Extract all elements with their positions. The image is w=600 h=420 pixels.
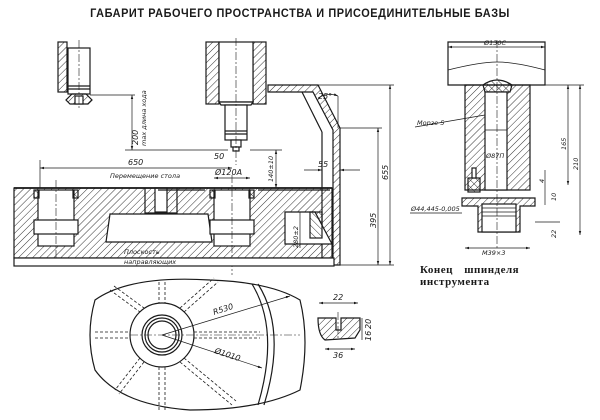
dim-radius: R530: [212, 302, 235, 317]
spindle-end-detail: [447, 40, 546, 248]
t-slot-width-bottom: 36: [333, 351, 343, 360]
spindle-caption: Конец шпинделя инструмента: [420, 264, 520, 288]
t-slot-detail: [317, 312, 361, 341]
drawing-title: ГАБАРИТ РАБОЧЕГО ПРОСТРАНСТВА И ПРИСОЕДИ…: [90, 8, 510, 20]
dim-table-height: 280±2: [292, 226, 300, 248]
spindle-thread-dim: M39×3: [482, 249, 505, 257]
spindle-dim-10: 10: [550, 193, 558, 201]
table-plan-view: [89, 277, 306, 411]
table-travel-label: Перемещение стола: [110, 172, 180, 180]
spindle-dim-210: 210: [572, 158, 580, 170]
t-slot-height-top: 20: [364, 319, 373, 329]
guide-plane-label-1: Плоскость: [124, 248, 160, 256]
spindle-bore-dim: Ø87П: [485, 152, 504, 160]
dim-offset: 50: [214, 152, 224, 161]
dim-angle: 25°: [318, 92, 332, 101]
dim-diameter: Ø1010: [212, 345, 241, 363]
dim-table-travel: 650: [128, 158, 143, 167]
guide-plane-label-2: направляющих: [124, 258, 176, 266]
dim-max-stroke: 200: [131, 130, 140, 145]
main-spindle: [205, 38, 267, 165]
spindle-dim-165: 165: [560, 138, 568, 150]
dimension-lines: [39, 45, 584, 351]
t-slot-height-bottom: 16: [364, 331, 373, 341]
spindle-dim-4: 4: [538, 179, 546, 183]
dim-column-gap: 55: [318, 160, 328, 169]
spindle-head-diameter: Ø130C: [483, 39, 507, 47]
spindle-flange-dim: Ø44,445-0,005: [410, 205, 460, 213]
morse-taper-label: Морзе 5: [417, 119, 444, 127]
dim-column-height: 395: [369, 213, 378, 228]
dim-height-gap: 140±10: [267, 156, 275, 182]
table-section: [13, 175, 335, 275]
t-slot-width-top: 22: [333, 293, 343, 302]
dim-bore: Ø120A: [214, 167, 242, 177]
spindle-dim-22: 22: [550, 230, 558, 238]
spindle-retracted: [57, 40, 135, 110]
dim-max-stroke-note: max длина хода: [140, 90, 148, 146]
dim-total-height: 655: [381, 165, 390, 180]
